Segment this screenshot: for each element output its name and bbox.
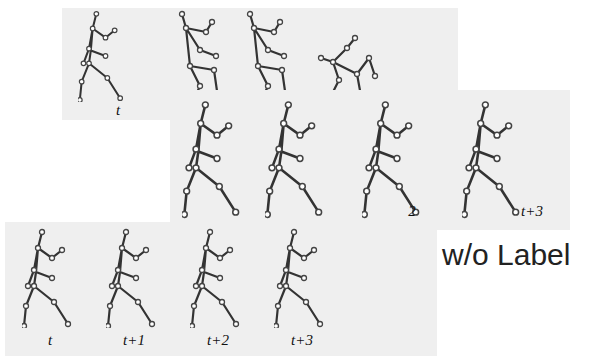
sequence-panel (5, 222, 437, 356)
frame-label: t+1 (123, 333, 145, 348)
frame-label: t+2 (207, 333, 229, 348)
frame-label: t+3 (291, 333, 313, 348)
frame-label: t+3 (521, 204, 543, 219)
frame-label: t (116, 103, 120, 118)
caption-text: w/o Label (442, 240, 570, 270)
frame-label: t (48, 333, 52, 348)
sequence-panel (170, 90, 570, 230)
frame-label: 2 (408, 204, 416, 219)
